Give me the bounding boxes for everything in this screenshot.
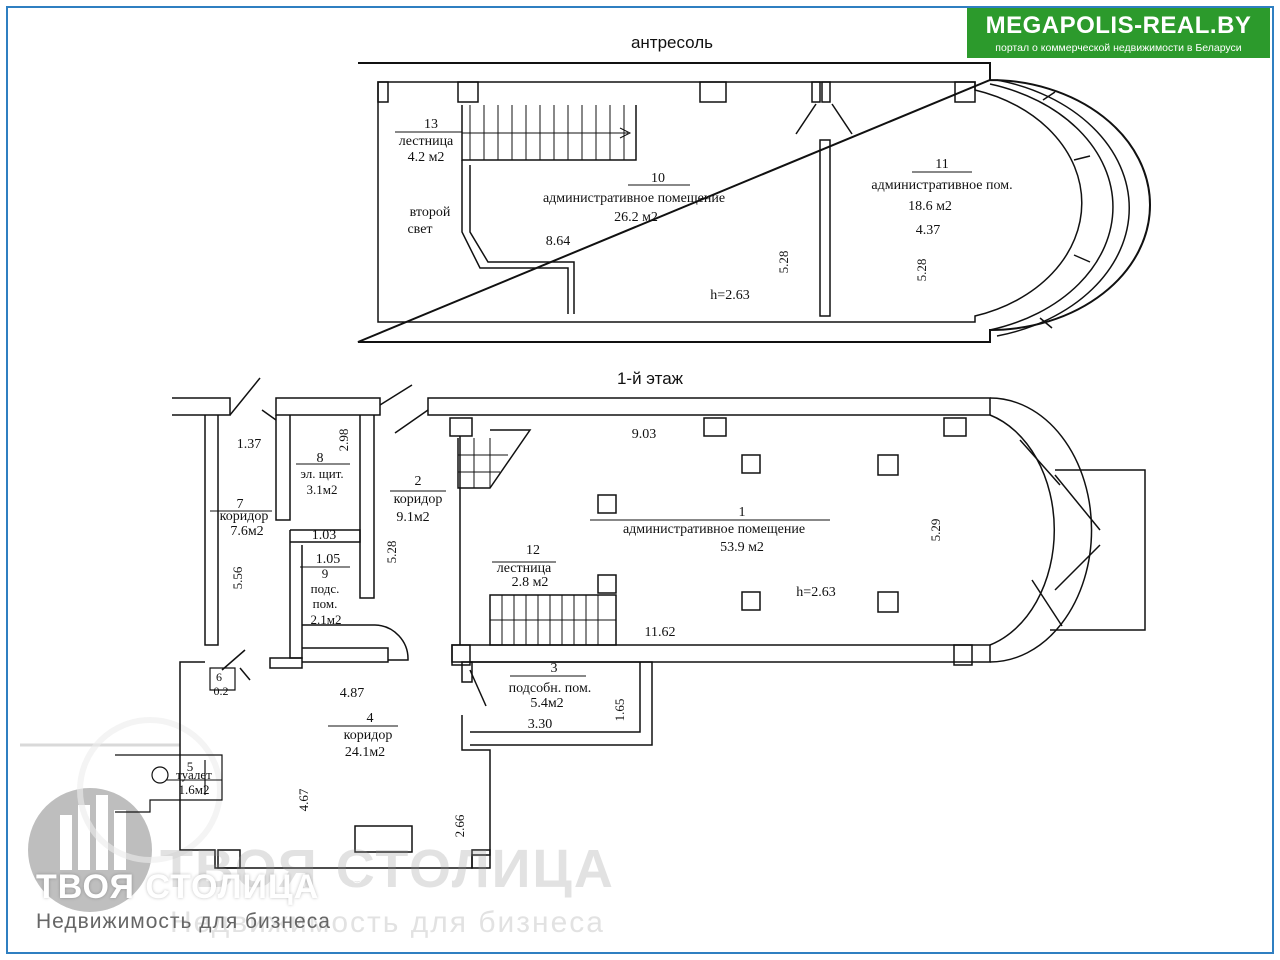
watermark-ghost-name: ТВОЯ СТОЛИЦА <box>160 839 615 899</box>
room-9-name2: пом. <box>313 596 338 611</box>
room-5-number: 5 <box>187 759 194 774</box>
watermark-logo-icon <box>20 717 223 912</box>
brand-tagline: портал о коммерческой недвижимости в Бел… <box>995 42 1242 54</box>
room-7-number: 7 <box>237 497 244 512</box>
room-9-area: 2.1м2 <box>311 612 342 627</box>
mezzanine-title: антресоль <box>631 33 713 52</box>
room-7-name: коридор <box>220 509 269 524</box>
room-5-area: 1.6м2 <box>179 782 210 797</box>
dim-4-37: 4.37 <box>916 223 941 238</box>
room-4-area: 24.1м2 <box>345 745 385 760</box>
dim-4-87: 4.87 <box>340 686 365 701</box>
room-11-name: административное пом. <box>871 178 1012 193</box>
first-floor-plan <box>115 377 1146 869</box>
dim-1-03: 1.03 <box>312 528 337 543</box>
room-11-number: 11 <box>935 157 948 172</box>
room-10-name: административное помещение <box>543 191 725 206</box>
room-6-number: 6 <box>216 670 222 684</box>
room-1-area: 53.9 м2 <box>720 540 764 555</box>
room-8-name: эл. щит. <box>300 466 343 481</box>
dim-8-64: 8.64 <box>546 234 571 249</box>
room-6-area: 0.2 <box>214 684 229 698</box>
room-13-name: лестница <box>399 134 454 149</box>
room-2-number: 2 <box>415 474 422 489</box>
watermark-tagline: Недвижимость для бизнеса <box>36 910 331 933</box>
room-2-area: 9.1м2 <box>396 510 429 525</box>
room-11-area: 18.6 м2 <box>908 199 952 214</box>
room-10-number: 10 <box>651 171 665 186</box>
room-1-name: административное помещение <box>623 522 805 537</box>
room-3-area: 5.4м2 <box>530 696 563 711</box>
watermark-registered-icon: ® <box>352 870 363 886</box>
room-13-area: 4.2 м2 <box>408 150 445 165</box>
watermark-ghost-tagline: Недвижимость для бизнеса <box>170 906 605 939</box>
room-4-number: 4 <box>367 711 374 726</box>
dim-2-66: 2.66 <box>452 814 467 837</box>
brand-banner[interactable]: MEGAPOLIS-REAL.BY портал о коммерческой … <box>967 8 1270 58</box>
room-3-name: подсобн. пом. <box>509 681 592 696</box>
dim-5-56: 5.56 <box>230 566 245 589</box>
room-12-name: лестница <box>497 561 552 576</box>
room-8-number: 8 <box>317 451 324 466</box>
room-9-number: 9 <box>322 566 329 581</box>
dim-5-28-mezz-b: 5.28 <box>914 259 929 282</box>
dim-5-28-mezz-a: 5.28 <box>776 251 791 274</box>
room-10-area: 26.2 м2 <box>614 210 658 225</box>
mezzanine-plan <box>357 62 1151 343</box>
room-9-name1: подс. <box>311 581 340 596</box>
room-2-name: коридор <box>394 492 443 507</box>
room-4-name: коридор <box>344 728 393 743</box>
dim-1-65: 1.65 <box>612 699 627 722</box>
dim-1-05: 1.05 <box>316 552 341 567</box>
dim-1-37: 1.37 <box>237 437 262 452</box>
second-light-line2: свет <box>407 222 432 237</box>
dim-5-28-corridor: 5.28 <box>384 541 399 564</box>
second-light-line1: второй <box>410 205 451 220</box>
brand-site-name: MEGAPOLIS-REAL.BY <box>985 12 1252 39</box>
dim-9-03: 9.03 <box>632 427 657 442</box>
dim-11-62: 11.62 <box>645 625 676 640</box>
room-3-number: 3 <box>551 661 558 676</box>
ceiling-height-mezz: h=2.63 <box>710 288 749 303</box>
dim-3-30: 3.30 <box>528 717 553 732</box>
first-floor-title: 1-й этаж <box>617 369 684 388</box>
ceiling-height-floor1: h=2.63 <box>796 585 835 600</box>
room-7-area: 7.6м2 <box>230 524 263 539</box>
dim-5-29: 5.29 <box>928 519 943 542</box>
room-12-area: 2.8 м2 <box>512 575 549 590</box>
room-13-number: 13 <box>424 117 438 132</box>
room-8-area: 3.1м2 <box>307 482 338 497</box>
dim-4-67: 4.67 <box>296 788 311 811</box>
room-5-name: туалет <box>176 767 212 782</box>
room-12-number: 12 <box>526 543 540 558</box>
watermark-name: ТВОЯ СТОЛИЦА <box>36 868 320 906</box>
dim-2-98: 2.98 <box>336 429 351 452</box>
room-1-number: 1 <box>739 505 746 520</box>
